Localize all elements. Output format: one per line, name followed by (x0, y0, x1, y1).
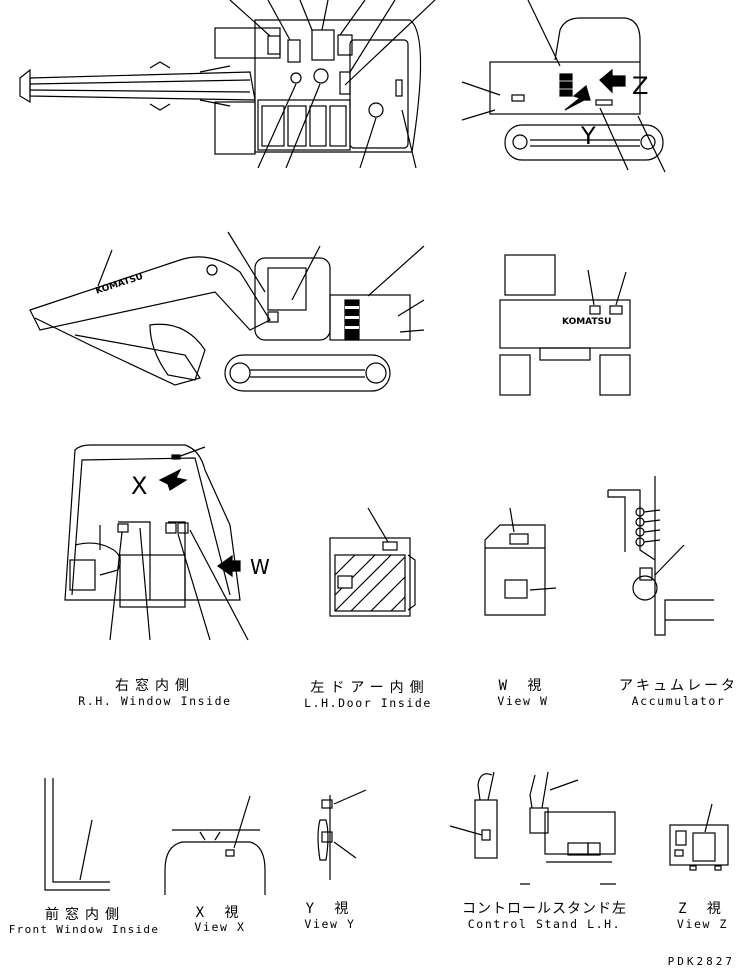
caption-view-w-jp: W 視 (498, 678, 548, 694)
caption-view-z-jp: Z 視 (678, 901, 727, 917)
side-view-right (461, 0, 666, 173)
view-w (484, 507, 557, 616)
caption-front-window-jp: 前窓内側 (45, 907, 125, 923)
view-letter-y: Y (581, 122, 596, 150)
view-x (164, 795, 266, 895)
drawing-code: PDK2827 (667, 955, 735, 968)
caption-accumulator-en: Accumulator (631, 694, 726, 708)
caption-lh-door-en: L.H.Door Inside (304, 696, 432, 710)
caption-rh-window-en: R.H. Window Inside (78, 694, 232, 708)
caption-view-x-en: View X (194, 920, 246, 934)
rh-window-inside (64, 444, 249, 641)
caption-view-y-jp: Y 視 (305, 901, 355, 917)
caption-view-x-jp: X 視 (195, 905, 245, 921)
lh-door-inside (329, 507, 416, 617)
view-letter-x: X (131, 472, 148, 500)
brand-logo-rear: KOMATSU (562, 317, 612, 327)
view-letter-w: W (250, 555, 270, 579)
caption-control-stand-jp: コントロールスタンド左 (462, 901, 627, 917)
control-stand-lh (449, 771, 616, 885)
caption-accumulator-jp: アキュムレータ (619, 678, 738, 694)
view-letter-z: Z (632, 72, 649, 100)
view-z (669, 803, 729, 871)
front-window-inside (44, 778, 110, 891)
top-view-excavator (19, 0, 436, 169)
side-view-left (29, 231, 425, 392)
caption-view-w-en: View W (497, 694, 549, 708)
caption-view-y-en: View Y (304, 917, 356, 931)
caption-control-stand-en: Control Stand L.H. (467, 917, 622, 931)
rear-view (499, 254, 631, 396)
caption-view-z-en: View Z (676, 917, 729, 931)
caption-lh-door-jp: 左ドアー内側 (310, 680, 430, 696)
caption-rh-window-jp: 右窓内側 (115, 678, 195, 694)
accumulator (607, 476, 714, 636)
caption-front-window-en: Front Window Inside (8, 923, 160, 936)
view-y (317, 789, 367, 880)
